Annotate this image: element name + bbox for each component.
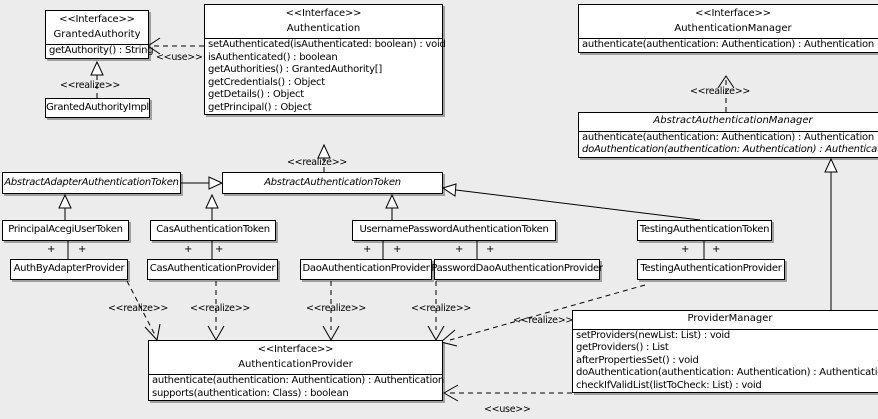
operation-row: checkIfValidList(listToCheck: List) : vo… <box>576 379 762 391</box>
assoc-end-plus: + <box>681 244 690 255</box>
class-name: UsernamePasswordAuthenticationToken <box>359 224 549 236</box>
class-abstract-adapter-authentication-token[interactable]: AbstractAdapterAuthenticationToken <box>2 172 181 194</box>
operations-compartment: authenticate(authentication: Authenticat… <box>579 130 878 157</box>
class-abstract-authentication-manager[interactable]: AbstractAuthenticationManager authentica… <box>578 112 878 158</box>
edge-generalize-casauthenticationtoken <box>205 193 219 220</box>
operation-row: doAuthentication(authentication: Authent… <box>582 144 878 155</box>
class-name: PasswordDaoAuthenticationProvider <box>431 263 603 275</box>
class-password-dao-authentication-provider[interactable]: PasswordDaoAuthenticationProvider <box>431 259 603 280</box>
assoc-end-plus: + <box>486 244 495 255</box>
operation-row: supports(authentication: Class) : boolea… <box>152 387 349 399</box>
operation-row: getCredentials() : Object <box>208 76 325 88</box>
operation-row: authenticate(authentication: Authenticat… <box>152 375 444 386</box>
class-name: AbstractAdapterAuthenticationToken <box>4 176 179 188</box>
class-name: AbstractAuthenticationManager <box>653 115 813 126</box>
class-testing-authentication-provider[interactable]: TestingAuthenticationProvider <box>637 259 785 280</box>
class-name: GrantedAuthority <box>53 28 141 40</box>
assoc-end-plus: + <box>184 244 193 255</box>
operation-row: getDetails() : Object <box>208 89 304 100</box>
edge-label-realize-authbyadapter: <<realize>> <box>108 303 169 314</box>
operations-compartment: setProviders(newList: List) : void getPr… <box>573 328 878 393</box>
class-name: AuthByAdapterProvider <box>13 263 125 275</box>
operation-row: getAuthorities() : GrantedAuthority[] <box>208 64 383 75</box>
assoc-end-plus: + <box>393 244 402 255</box>
edge-generalize-providermanager <box>824 157 838 310</box>
edge-label-realize-grantedauthorityimpl: <<realize>> <box>60 80 121 91</box>
class-name: DaoAuthenticationProvider <box>302 263 430 275</box>
class-cas-authentication-provider[interactable]: CasAuthenticationProvider <box>147 259 278 280</box>
class-granted-authority-impl[interactable]: GrantedAuthorityImpl <box>45 98 150 118</box>
class-name: GrantedAuthorityImpl <box>46 101 149 113</box>
operation-row: authenticate(authentication: Authenticat… <box>582 39 874 50</box>
class-name: TestingAuthenticationToken <box>639 224 770 236</box>
operation-row: isAuthenticated() : boolean <box>208 51 338 63</box>
class-authentication-provider[interactable]: <<Interface>> AuthenticationProvider aut… <box>148 340 444 401</box>
edge-label-realize-testing: <<realize>> <box>513 315 574 326</box>
class-principal-acegi-user-token[interactable]: PrincipalAcegiUserToken <box>2 220 129 241</box>
assoc-end-plus: + <box>712 244 721 255</box>
edge-generalize-usernamepasswordtoken <box>385 193 399 220</box>
class-header: <<Interface>> AuthenticationProvider <box>149 341 442 374</box>
assoc-end-plus: + <box>47 244 56 255</box>
edge-label-use-authentication: <<use>> <box>156 52 203 63</box>
edge-use-providermanager-authenticationprovider <box>442 384 572 402</box>
class-authentication-manager[interactable]: <<Interface>> AuthenticationManager auth… <box>578 4 878 53</box>
class-provider-manager[interactable]: ProviderManager setProviders(newList: Li… <box>572 310 878 393</box>
edge-label-use-providermanager: <<use>> <box>484 404 531 415</box>
operations-compartment: authenticate(authentication: Authenticat… <box>579 38 878 52</box>
edge-generalize-principalacegiusertoken <box>58 193 72 220</box>
class-header: <<Interface>> Authentication <box>205 5 442 38</box>
edge-label-realize-dao: <<realize>> <box>306 303 367 314</box>
stereotype-label: <<Interface>> <box>695 8 771 19</box>
edge-label-realize-abstractmanager: <<realize>> <box>690 86 751 97</box>
operation-row: getAuthority() : String <box>49 45 154 56</box>
edge-label-realize-passworddao: <<realize>> <box>411 303 472 314</box>
class-name: CasAuthenticationProvider <box>149 263 276 275</box>
operation-row: afterPropertiesSet() : void <box>576 354 699 366</box>
class-name: AbstractAuthenticationToken <box>264 176 401 188</box>
assoc-end-plus: + <box>215 244 224 255</box>
operation-row: doAuthentication(authentication: Authent… <box>576 367 878 378</box>
class-header: ProviderManager <box>573 311 878 329</box>
class-abstract-authentication-token[interactable]: AbstractAuthenticationToken <box>222 172 443 194</box>
class-username-password-authentication-token[interactable]: UsernamePasswordAuthenticationToken <box>352 220 556 241</box>
stereotype-label: <<Interface>> <box>257 344 334 355</box>
class-authentication[interactable]: <<Interface>> Authentication setAuthenti… <box>204 4 446 115</box>
class-name: AuthenticationProvider <box>238 358 353 370</box>
stereotype-label: <<Interface>> <box>59 14 135 25</box>
class-header: AbstractAuthenticationManager <box>579 113 878 131</box>
operation-row: authenticate(authentication: Authenticat… <box>582 131 874 143</box>
class-name: PrincipalAcegiUserToken <box>8 224 123 236</box>
class-dao-authentication-provider[interactable]: DaoAuthenticationProvider <box>300 259 432 280</box>
edge-label-realize-abstracttoken: <<realize>> <box>287 157 348 168</box>
class-header: <<Interface>> AuthenticationManager <box>579 5 878 38</box>
operations-compartment: setAuthenticated(isAuthenticated: boolea… <box>205 38 446 114</box>
class-granted-authority[interactable]: <<Interface>> GrantedAuthority getAuthor… <box>45 10 154 59</box>
operation-row: setProviders(newList: List) : void <box>576 329 731 341</box>
stereotype-label: <<Interface>> <box>285 8 362 19</box>
class-name: AuthenticationManager <box>674 22 792 34</box>
class-auth-by-adapter-provider[interactable]: AuthByAdapterProvider <box>10 259 128 280</box>
class-header: <<Interface>> GrantedAuthority <box>46 11 148 44</box>
edge-label-realize-cas: <<realize>> <box>190 303 251 314</box>
operation-row: getProviders() : List <box>576 342 669 353</box>
class-testing-authentication-token[interactable]: TestingAuthenticationToken <box>637 220 772 241</box>
edge-generalize-testingauthenticationtoken <box>441 183 701 221</box>
class-name: ProviderManager <box>687 313 773 324</box>
assoc-end-plus: + <box>363 244 372 255</box>
class-name: CasAuthenticationToken <box>156 224 270 236</box>
operation-row: getPrincipal() : Object <box>208 101 312 113</box>
class-name: Authentication <box>286 22 361 34</box>
assoc-end-plus: + <box>78 244 87 255</box>
operations-compartment: getAuthority() : String <box>46 44 154 58</box>
class-cas-authentication-token[interactable]: CasAuthenticationToken <box>150 220 276 241</box>
class-name: TestingAuthenticationProvider <box>640 263 782 275</box>
operation-row: setAuthenticated(isAuthenticated: boolea… <box>208 39 446 50</box>
operations-compartment: authenticate(authentication: Authenticat… <box>149 374 444 400</box>
assoc-end-plus: + <box>455 244 464 255</box>
edge-generalize-adaptertoken <box>181 176 224 190</box>
